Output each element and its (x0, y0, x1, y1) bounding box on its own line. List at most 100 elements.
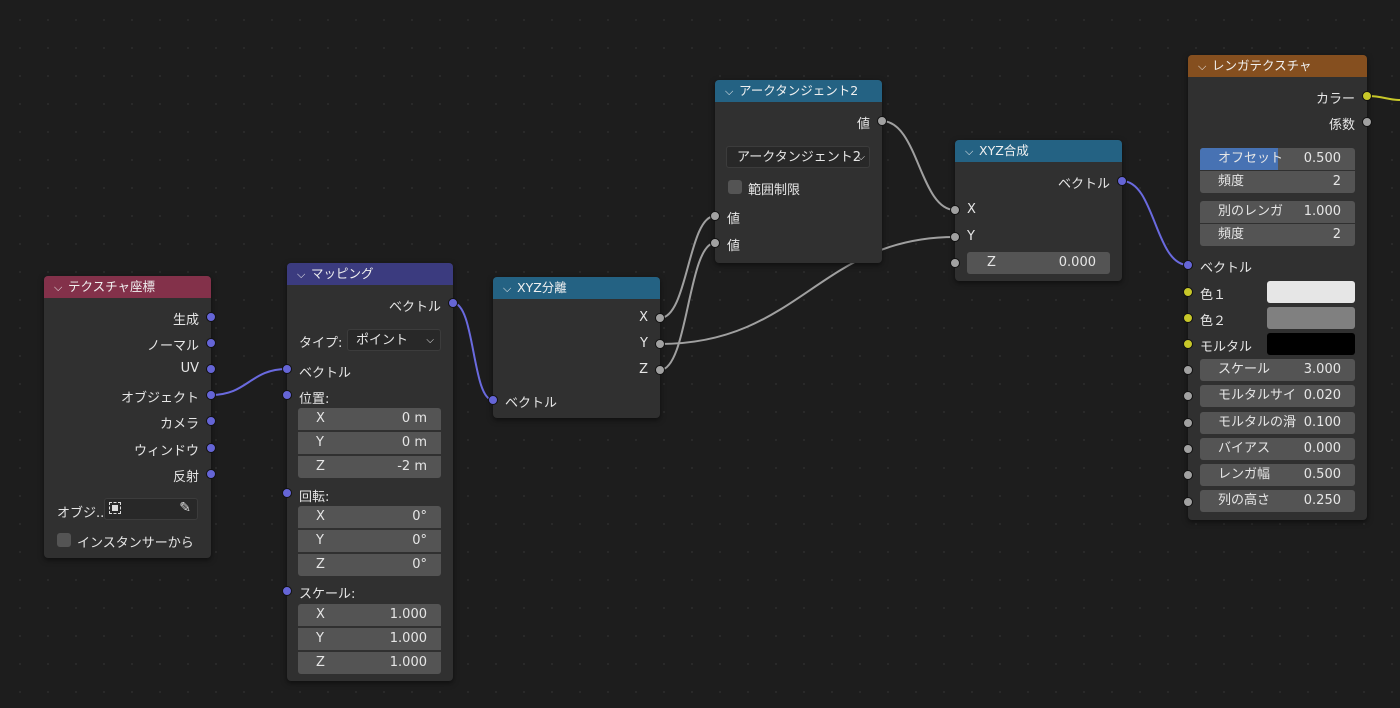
socket-brick-mortar-in[interactable] (1183, 339, 1193, 349)
combine-xyz-header[interactable]: ⌵XYZ合成 (955, 140, 1122, 162)
socket-brick-mortar-size-in[interactable] (1183, 391, 1193, 401)
socket-combine-x-in[interactable] (950, 205, 960, 215)
socket-object-out[interactable] (206, 390, 216, 400)
node-title: アークタンジェント2 (739, 83, 859, 98)
socket-brick-scale-in[interactable] (1183, 365, 1193, 375)
socket-window-out[interactable] (206, 443, 216, 453)
object-picker[interactable]: ✎ (104, 498, 198, 520)
separate-xyz-header[interactable]: ⌵XYZ分離 (493, 277, 660, 299)
output-uv-label: UV (180, 361, 199, 376)
input-vector-label: ベクトル (299, 366, 352, 381)
location-z-field[interactable]: Z-2 m (298, 456, 441, 478)
link-z-to-atan-value2 (659, 242, 716, 371)
socket-brick-color1-in[interactable] (1183, 287, 1193, 297)
socket-separate-vector-in[interactable] (488, 395, 498, 405)
chevron-down-icon[interactable]: ⌵ (297, 268, 306, 281)
socket-atan-value1-in[interactable] (710, 211, 720, 221)
eyedropper-icon[interactable]: ✎ (179, 500, 191, 516)
mortar-swatch[interactable] (1267, 333, 1355, 355)
from-instancer-label: インスタンサーから (77, 536, 194, 551)
output-y-label: Y (640, 336, 648, 351)
socket-brick-vector-in[interactable] (1183, 260, 1193, 270)
socket-separate-z-out[interactable] (655, 365, 665, 375)
socket-brick-width-in[interactable] (1183, 470, 1193, 480)
socket-brick-color2-in[interactable] (1183, 313, 1193, 323)
chevron-down-icon[interactable]: ⌵ (725, 85, 734, 98)
chevron-down-icon[interactable]: ⌵ (965, 145, 974, 158)
from-instancer-checkbox[interactable] (57, 533, 71, 547)
color2-swatch[interactable] (1267, 307, 1355, 329)
socket-combine-z-in[interactable] (950, 258, 960, 268)
socket-mapping-vector-in[interactable] (282, 364, 292, 374)
chevron-down-icon[interactable]: ⌵ (1198, 60, 1207, 73)
output-fac-label: 係数 (1328, 118, 1355, 133)
socket-mapping-vector-out[interactable] (448, 298, 458, 308)
offset-fill (1200, 148, 1278, 170)
output-generated-label: 生成 (172, 313, 199, 328)
color1-swatch[interactable] (1267, 281, 1355, 303)
socket-brick-row-height-in[interactable] (1183, 497, 1193, 507)
socket-brick-bias-in[interactable] (1183, 444, 1193, 454)
separate-xyz-node[interactable]: ⌵XYZ分離 X Y Z ベクトル (493, 277, 660, 418)
arctangent2-node[interactable]: ⌵アークタンジェント2 値 アークタンジェント2⌵ 範囲制限 値 値 (715, 80, 882, 263)
socket-separate-x-out[interactable] (655, 313, 665, 323)
input-x-label: X (967, 202, 976, 217)
socket-brick-color-out[interactable] (1362, 91, 1372, 101)
output-vector-label: ベクトル (1057, 177, 1110, 192)
brick-texture-header[interactable]: ⌵レンガテクスチャ (1188, 55, 1367, 77)
socket-separate-y-out[interactable] (655, 339, 665, 349)
chevron-down-icon[interactable]: ⌵ (54, 281, 63, 294)
socket-uv-out[interactable] (206, 364, 216, 374)
link-combine-to-brick-vector (1121, 180, 1189, 266)
operation-dropdown[interactable]: アークタンジェント2⌵ (726, 146, 870, 168)
mortar-label: モルタル (1200, 340, 1253, 355)
chevron-down-icon[interactable]: ⌵ (503, 282, 512, 295)
arctangent2-header[interactable]: ⌵ アークタンジェント2 (715, 80, 882, 102)
socket-reflection-out[interactable] (206, 469, 216, 479)
output-vector-label: ベクトル (388, 300, 441, 315)
socket-rotation-in[interactable] (282, 488, 292, 498)
texture-coordinate-header[interactable]: ⌵テクスチャ座標 (44, 276, 211, 298)
link-y-to-combine-y (659, 236, 956, 345)
socket-generated-out[interactable] (206, 312, 216, 322)
input-value2-label: 値 (727, 239, 741, 254)
socket-normal-out[interactable] (206, 338, 216, 348)
type-dropdown[interactable]: ポイント⌵ (347, 329, 441, 351)
mapping-header[interactable]: ⌵マッピング (287, 263, 453, 285)
socket-combine-vector-out[interactable] (1117, 176, 1127, 186)
texture-coordinate-node[interactable]: ⌵テクスチャ座標 生成 ノーマル UV オブジェクト カメラ ウィンドウ 反射 … (44, 276, 211, 558)
socket-brick-fac-out[interactable] (1362, 117, 1372, 127)
socket-camera-out[interactable] (206, 416, 216, 426)
socket-atan-value2-in[interactable] (710, 238, 720, 248)
clamp-checkbox[interactable] (728, 180, 742, 194)
socket-scale-in[interactable] (282, 586, 292, 596)
socket-location-in[interactable] (282, 390, 292, 400)
socket-combine-y-in[interactable] (950, 232, 960, 242)
socket-brick-mortar-smooth-in[interactable] (1183, 418, 1193, 428)
output-reflection-label: 反射 (172, 470, 199, 485)
socket-atan-value-out[interactable] (877, 116, 887, 126)
